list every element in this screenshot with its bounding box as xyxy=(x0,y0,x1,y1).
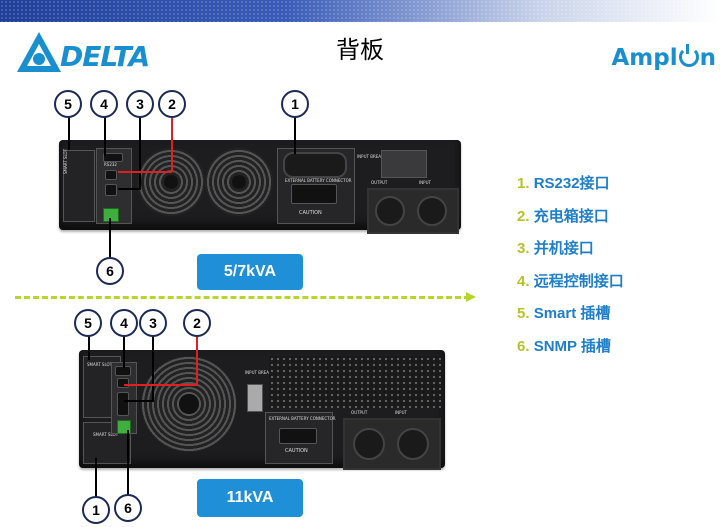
legend-number: 6. xyxy=(517,337,530,355)
callout-line xyxy=(123,334,125,368)
callout-line xyxy=(68,116,70,150)
model-badge-large: 11kVA xyxy=(197,479,303,517)
legend-item: 6. SNMP 插槽 xyxy=(517,335,624,368)
remote-control-port xyxy=(105,170,117,180)
legend-text: 远程控制接口 xyxy=(533,272,624,290)
fan-right xyxy=(205,148,273,216)
fan-large xyxy=(141,356,237,452)
rs232-port xyxy=(103,153,123,162)
callout-line xyxy=(109,218,111,258)
callout-line xyxy=(124,400,154,402)
callout-line xyxy=(127,430,129,496)
callout-6-top: 6 xyxy=(96,257,124,285)
port-legend: 1. RS232接口 2. 充电箱接口 3. 并机接口 4. 远程控制接口 5.… xyxy=(517,172,624,367)
input-breaker-label: INPUT BREAKER xyxy=(357,154,389,159)
input-breaker-label-large: INPUT BREAKER xyxy=(245,370,277,375)
callout-3-top: 3 xyxy=(126,90,154,118)
callout-6-bottom: 6 xyxy=(114,494,142,522)
callout-line xyxy=(104,116,106,156)
legend-text: Smart 插槽 xyxy=(533,305,611,322)
callout-1-bottom: 1 xyxy=(82,496,110,524)
callout-line xyxy=(294,116,296,154)
legend-item: 3. 并机接口 xyxy=(517,237,624,270)
callout-line xyxy=(118,188,140,190)
slide-title: 背板 xyxy=(336,36,384,64)
callout-line xyxy=(152,334,154,402)
callout-line xyxy=(118,171,172,173)
legend-number: 1. xyxy=(517,175,530,192)
input-label: INPUT xyxy=(419,180,431,185)
vent-grill xyxy=(269,356,441,408)
legend-item: 1. RS232接口 xyxy=(517,172,624,205)
callout-1-top: 1 xyxy=(281,90,309,118)
knockout-right xyxy=(417,196,447,226)
terminal-box xyxy=(367,188,459,234)
callout-line xyxy=(88,334,90,360)
caution-label: CAUTION xyxy=(299,210,322,216)
smart-slot-panel xyxy=(63,150,95,222)
input-label-large: INPUT xyxy=(395,410,407,415)
smart-slot-label-upper: SMART SLOT xyxy=(87,362,113,367)
knockout-right-large xyxy=(397,428,429,460)
divider-arrow-icon xyxy=(466,292,476,302)
callout-3-bottom: 3 xyxy=(139,309,167,337)
callout-4-bottom: 4 xyxy=(110,309,138,337)
amplon-logo-text-start: Ampl xyxy=(611,45,678,71)
breaker-switch-large xyxy=(247,384,263,412)
amplon-logo-text-end: n xyxy=(699,45,716,71)
battery-connector-large xyxy=(279,428,317,444)
caution-label-large: CAUTION xyxy=(285,448,308,454)
snmp-terminal xyxy=(103,208,119,222)
ext-battery-label: EXTERNAL BATTERY CONNECTOR xyxy=(285,178,352,183)
parallel-port-large xyxy=(117,392,129,416)
legend-text: 充电箱接口 xyxy=(533,207,609,225)
legend-text: 并机接口 xyxy=(533,240,594,257)
battery-cover xyxy=(283,152,347,178)
legend-item: 5. Smart 插槽 xyxy=(517,302,624,335)
parallel-port xyxy=(105,184,117,196)
legend-text: SNMP 插槽 xyxy=(533,337,611,355)
legend-number: 3. xyxy=(517,240,530,257)
callout-2-top: 2 xyxy=(158,90,186,118)
callout-2-bottom: 2 xyxy=(183,309,211,337)
callout-line xyxy=(124,384,198,386)
battery-connector xyxy=(291,184,337,204)
smart-slot-label-lower: SMART SLOT xyxy=(93,432,119,437)
knockout-left-large xyxy=(353,428,385,460)
ups-rear-panel-small: SMART SLOT RS232 EXTERNAL BATTERY CONNEC… xyxy=(59,140,461,234)
output-label: OUTPUT xyxy=(371,180,388,185)
legend-number: 5. xyxy=(517,305,530,322)
callout-line xyxy=(171,116,173,172)
callout-line xyxy=(95,458,97,498)
callout-5-bottom: 5 xyxy=(74,309,102,337)
power-icon xyxy=(678,44,699,67)
delta-logo xyxy=(17,32,61,72)
callout-4-top: 4 xyxy=(90,90,118,118)
remote-control-port-large xyxy=(117,378,129,388)
callout-line xyxy=(196,334,198,386)
header-bar xyxy=(0,0,720,22)
legend-item: 2. 充电箱接口 xyxy=(517,205,624,238)
breaker-switch xyxy=(381,150,427,178)
knockout-left xyxy=(375,196,405,226)
rs232-label: RS232 xyxy=(104,162,117,167)
section-divider xyxy=(15,296,470,299)
smart-slot-label: SMART SLOT xyxy=(63,148,68,174)
delta-logo-text: DELTA xyxy=(60,40,150,73)
legend-item: 4. 远程控制接口 xyxy=(517,270,624,303)
model-badge-small: 5/7kVA xyxy=(197,254,303,290)
ext-battery-label-large: EXTERNAL BATTERY CONNECTOR xyxy=(269,416,336,421)
legend-number: 4. xyxy=(517,272,530,290)
legend-text: RS232接口 xyxy=(533,175,610,192)
callout-5-top: 5 xyxy=(54,90,82,118)
legend-number: 2. xyxy=(517,207,530,225)
header-bar-pattern xyxy=(0,0,720,22)
ups-rear-panel-large: SMART SLOT SMART SLOT INPUT BREAKER EXTE… xyxy=(79,350,445,470)
callout-line xyxy=(139,116,141,190)
output-label-large: OUTPUT xyxy=(351,410,368,415)
